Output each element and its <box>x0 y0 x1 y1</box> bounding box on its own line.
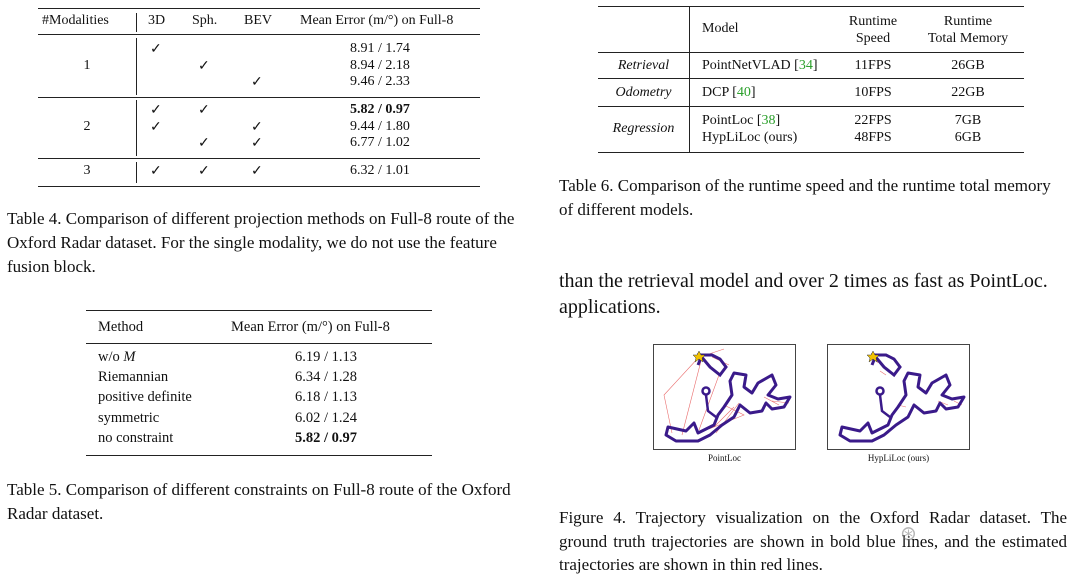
table4-header-3d: 3D <box>148 13 166 28</box>
table6-header-speed-line2: Speed <box>855 31 891 46</box>
check-icon: ✓ <box>251 119 263 135</box>
body-text-line1: than the retrieval model and over 2 time… <box>559 270 1048 292</box>
model-name-text: DCP <box>702 85 729 100</box>
check-icon: ✓ <box>150 119 162 135</box>
table6-header-memory-line2: Total Memory <box>927 31 1009 46</box>
table4-group-label: 1 <box>83 57 91 73</box>
table6-speed: 48FPS <box>854 129 892 145</box>
table4-error-value: 9.44 / 1.80 <box>350 118 410 134</box>
table4-header-modalities: #Modalities <box>42 13 109 28</box>
table6-model-name: DCP [40] <box>702 85 756 100</box>
table4-header-error: Mean Error (m/°) on Full-8 <box>300 13 454 28</box>
table5-method: symmetric <box>98 409 160 426</box>
table6-speed: 11FPS <box>854 58 892 73</box>
table5-header-error: Mean Error (m/°) on Full-8 <box>231 319 390 335</box>
table4-header-sph: Sph. <box>192 13 218 28</box>
gt-trajectory-left <box>664 371 792 443</box>
figure4-right-panel <box>827 344 970 450</box>
table6-header-model: Model <box>702 21 739 36</box>
figure4-right-label: HypLiLoc (ours) <box>867 453 930 463</box>
model-name-text: PointLoc <box>702 113 754 128</box>
watermark: ⊛ <box>900 521 917 545</box>
start-star-icon <box>692 350 706 363</box>
table6-model-name: PointNetVLAD [34] <box>702 58 818 73</box>
table6-model-name: HypLiLoc (ours) <box>702 130 797 146</box>
check-icon: ✓ <box>150 164 162 179</box>
table4-error-value: 6.77 / 1.02 <box>350 135 410 150</box>
table4-error-value: 6.32 / 1.01 <box>350 163 410 178</box>
table6-header-speed: Runtime Speed <box>828 13 918 47</box>
check-icon: ✓ <box>198 103 210 118</box>
table6-memory: 7GB <box>954 113 982 128</box>
check-icon: ✓ <box>251 164 263 179</box>
trajectory-plot-pointloc <box>663 348 792 443</box>
table6-header-memory-line1: Runtime <box>943 14 993 29</box>
table4-error-value: 9.46 / 2.33 <box>350 74 410 89</box>
table4-error-value: 8.91 / 1.74 <box>350 41 410 56</box>
body-text: than the retrieval model and over 2 time… <box>559 268 1048 320</box>
check-icon: ✓ <box>198 58 210 74</box>
check-icon: ✓ <box>150 42 162 57</box>
table6-model-name: PointLoc [38] <box>702 113 781 128</box>
table5-error-value: 6.19 / 1.13 <box>294 349 358 365</box>
table6: Model Runtime Speed Runtime Total Memory… <box>598 6 1024 156</box>
check-icon: ✓ <box>251 136 263 151</box>
citation-link[interactable]: 34 <box>798 58 813 73</box>
figure4-caption: Figure 4. Trajectory visualization on th… <box>559 508 1067 574</box>
model-name-text: HypLiLoc (ours) <box>702 129 798 145</box>
table4-group-label: 3 <box>83 163 91 178</box>
figure4-left-panel <box>653 344 796 450</box>
table4: #Modalities 3D Sph. BEV Mean Error (m/°)… <box>38 0 480 190</box>
table4-header-bev: BEV <box>244 13 272 28</box>
model-name-text: PointNetVLAD <box>702 58 791 73</box>
table6-memory: 6GB <box>954 129 982 145</box>
table5-header-method: Method <box>98 319 144 335</box>
table5: Method Mean Error (m/°) on Full-8 w/o M 6… <box>86 310 432 460</box>
table6-memory: 26GB <box>951 58 985 73</box>
start-star-icon <box>866 350 880 363</box>
check-icon: ✓ <box>150 103 162 118</box>
table5-error-value: 6.18 / 1.13 <box>294 389 358 406</box>
gt-trajectory-right <box>838 371 966 443</box>
trajectory-plot-hypliloc <box>838 350 966 443</box>
table4-caption: Table 4. Comparison of different project… <box>7 209 515 276</box>
table6-speed: 10FPS <box>854 85 892 100</box>
table6-category: Regression <box>612 121 675 137</box>
table5-error-value: 6.34 / 1.28 <box>294 369 358 386</box>
table6-memory: 22GB <box>951 85 985 100</box>
citation-link[interactable]: 38 <box>761 113 776 128</box>
table4-error-value: 5.82 / 0.97 <box>350 102 410 117</box>
table6-speed: 22FPS <box>854 113 892 128</box>
table6-category: Odometry <box>615 85 672 100</box>
body-text-line2: applications. <box>559 296 661 318</box>
check-icon: ✓ <box>251 75 263 90</box>
table6-category: Retrieval <box>617 58 670 73</box>
table5-method: Riemannian <box>98 369 169 386</box>
table5-method: no constraint <box>98 429 174 446</box>
table4-group-label: 2 <box>83 118 91 134</box>
table4-error-value: 8.94 / 2.18 <box>350 57 410 73</box>
figure4-left-label: PointLoc <box>708 453 741 463</box>
table5-method: w/o M <box>98 349 136 365</box>
table5-caption: Table 5. Comparison of different constra… <box>7 480 511 523</box>
table6-header-memory: Runtime Total Memory <box>918 13 1018 47</box>
math-symbol-m: M <box>123 349 136 365</box>
table5-error-value: 5.82 / 0.97 <box>294 429 358 446</box>
check-icon: ✓ <box>198 136 210 151</box>
table5-method: positive definite <box>98 389 192 406</box>
citation-link[interactable]: 40 <box>736 85 751 100</box>
table5-error-value: 6.02 / 1.24 <box>294 409 358 426</box>
check-icon: ✓ <box>198 164 210 179</box>
table6-caption: Table 6. Comparison of the runtime speed… <box>559 176 1051 219</box>
table6-header-speed-line1: Runtime <box>848 14 898 29</box>
